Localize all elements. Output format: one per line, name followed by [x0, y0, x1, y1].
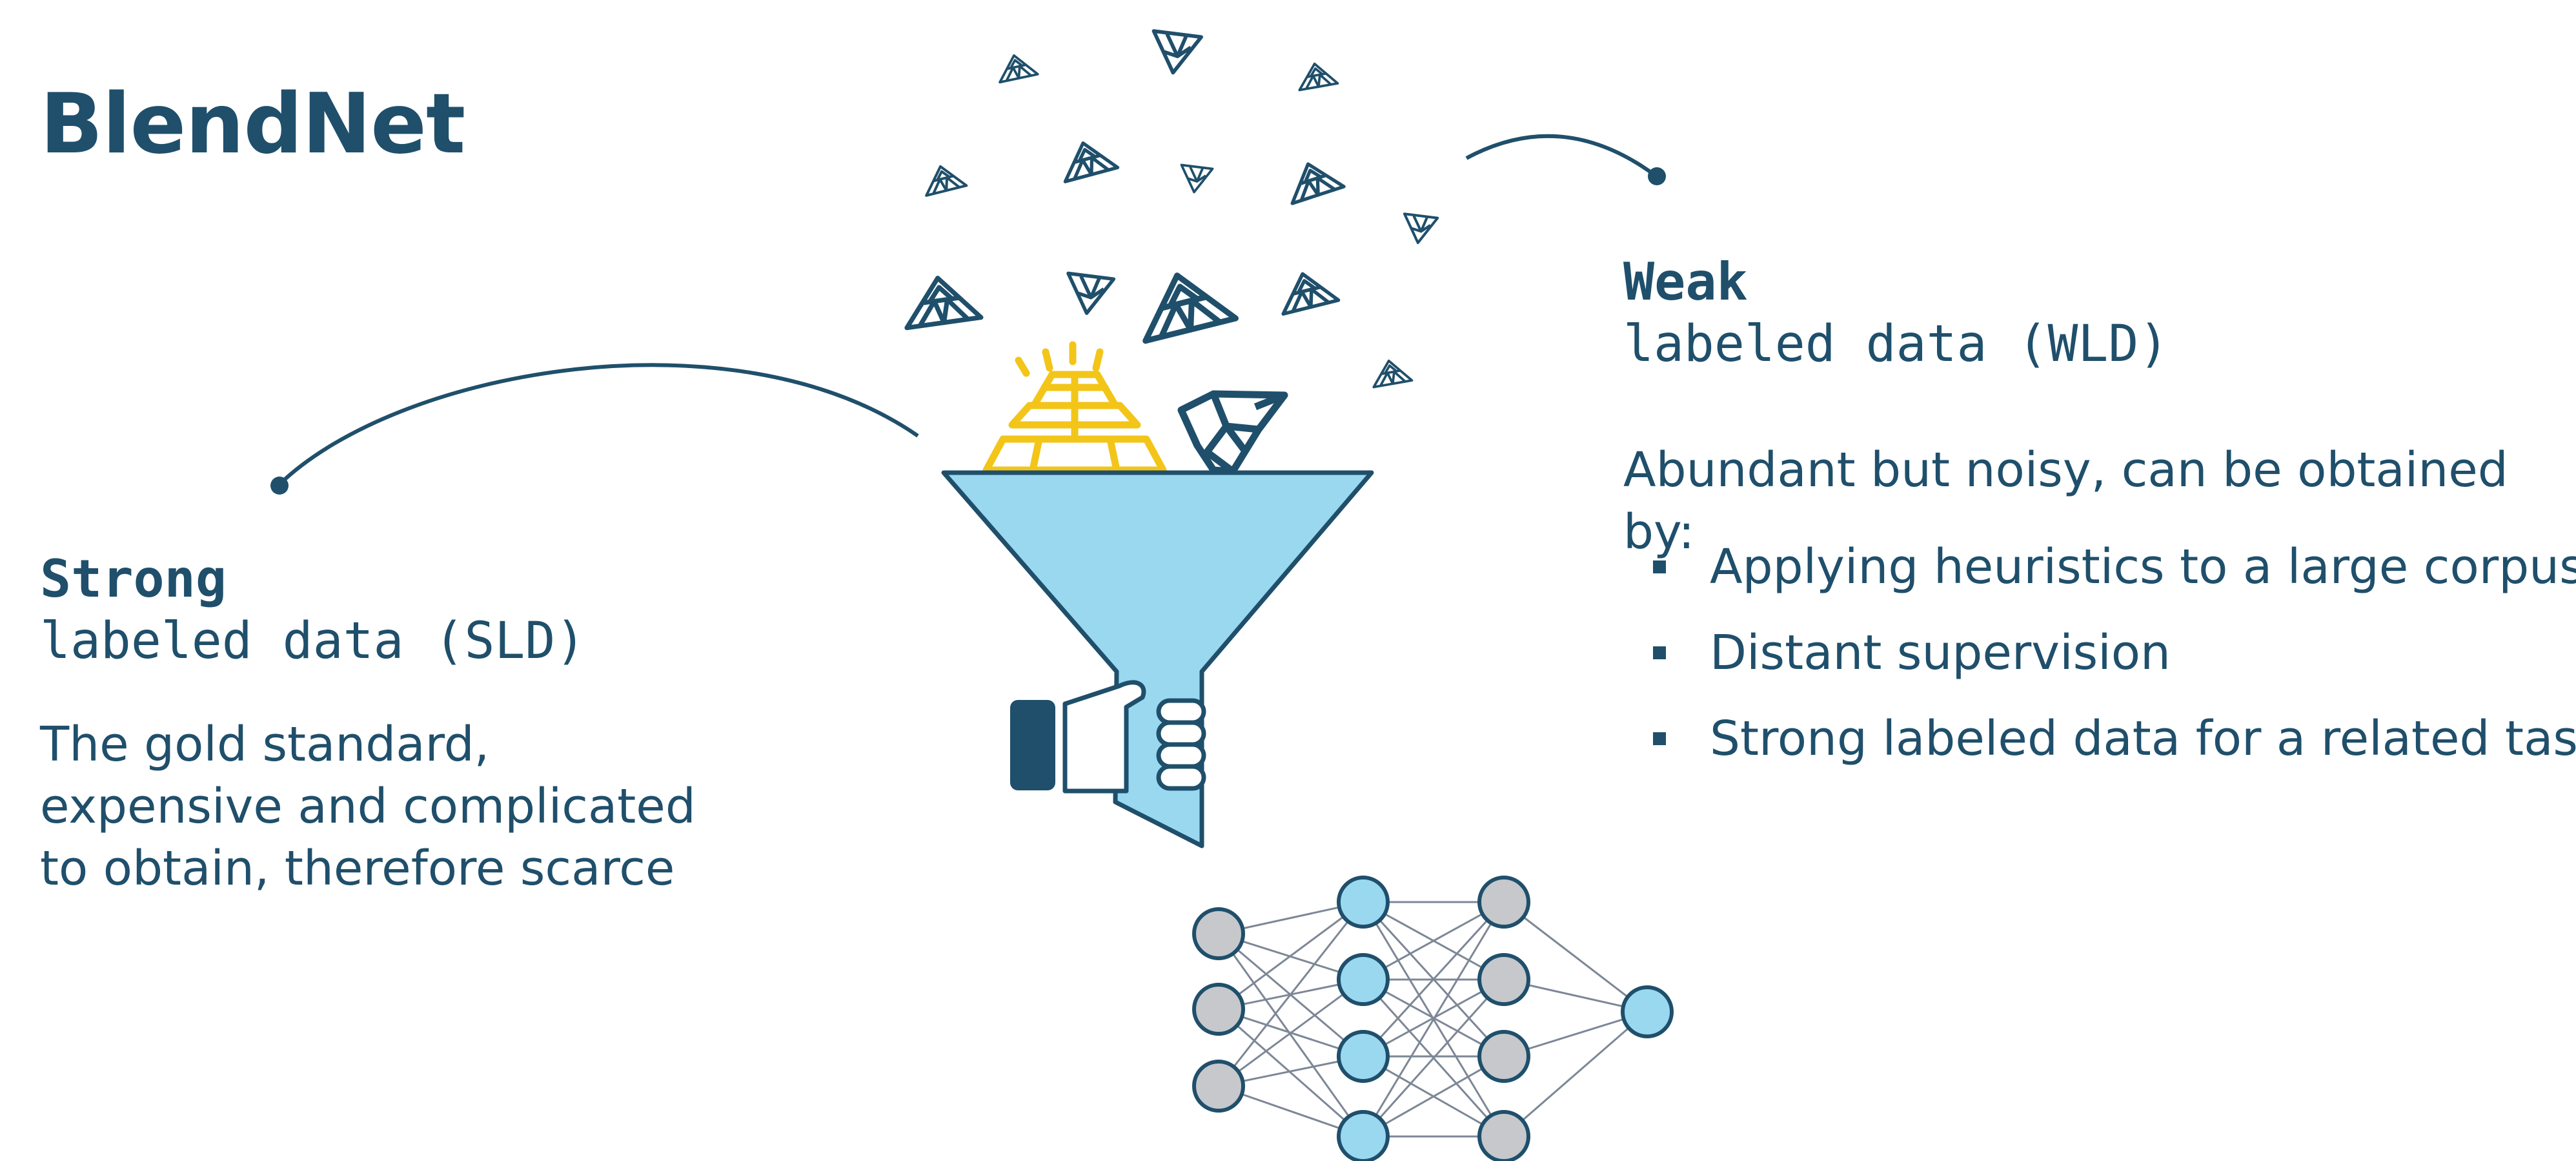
list-item: Applying heuristics to a large corpus: [1623, 536, 2576, 622]
weak-data-entering-icon: [1177, 390, 1288, 475]
network-node: [1337, 1110, 1390, 1161]
network-node: [1337, 876, 1390, 929]
bullet-square-icon: [1653, 646, 1666, 659]
weak-description: Abundant but noisy, can be obtained by:: [1623, 442, 2508, 560]
weak-subheading: labeled data (WLD): [1623, 315, 2169, 373]
bullet-text: Strong labeled data for a related task: [1710, 711, 2576, 766]
strong-connector-dot: [270, 477, 289, 495]
list-item: Strong labeled data for a related task: [1623, 708, 2576, 794]
network-edge: [1363, 1055, 1505, 1138]
network-edge: [1362, 901, 1505, 1058]
neural-network-icon: [1192, 876, 1674, 1161]
strong-description-line: expensive and complicated: [40, 779, 696, 834]
network-edge: [1503, 1011, 1648, 1138]
network-edge: [1217, 933, 1364, 1137]
network-edge: [1218, 978, 1364, 1087]
network-node: [1621, 985, 1674, 1038]
network-node: [1192, 1060, 1245, 1113]
strong-description: The gold standard, expensive and complic…: [40, 714, 696, 899]
network-edge: [1362, 901, 1505, 1137]
network-node: [1337, 953, 1390, 1006]
page-title: BlendNet: [40, 76, 465, 172]
network-edge: [1218, 901, 1364, 1011]
weak-connector-line: [1465, 134, 1657, 178]
network-node: [1192, 983, 1245, 1036]
bullet-text: Distant supervision: [1710, 625, 2171, 681]
bullet-text: Applying heuristics to a large corpus: [1710, 539, 2576, 595]
strong-description-line: to obtain, therefore scarce: [40, 841, 675, 896]
network-edge: [1218, 1008, 1364, 1138]
network-node: [1477, 953, 1530, 1006]
network-nodes: [1192, 876, 1674, 1161]
strong-subheading: labeled data (SLD): [40, 612, 586, 670]
network-edge: [1217, 901, 1364, 1087]
gold-bars-icon: [982, 341, 1167, 474]
network-edge: [1362, 978, 1505, 1138]
weak-heading: Weak: [1623, 252, 1748, 312]
bullet-square-icon: [1653, 560, 1666, 573]
network-node: [1477, 876, 1530, 929]
strong-heading: Strong: [40, 549, 227, 609]
list-item: Distant supervision: [1623, 622, 2576, 708]
network-node: [1337, 1030, 1390, 1083]
network-node: [1192, 907, 1245, 960]
network-node: [1477, 1110, 1530, 1161]
weak-connector-dot: [1648, 167, 1666, 185]
hand-icon: [1010, 680, 1206, 794]
network-edges: [1217, 901, 1648, 1138]
network-edge: [1503, 901, 1648, 1013]
network-edge: [1363, 901, 1505, 981]
network-node: [1477, 1030, 1530, 1083]
funnel-icon: [941, 470, 1374, 848]
weak-data-pieces-icon: [900, 31, 1437, 389]
strong-description-line: The gold standard,: [40, 717, 490, 772]
weak-bullet-list: Applying heuristics to a large corpus Di…: [1623, 536, 2576, 794]
strong-connector-line: [278, 363, 919, 486]
bullet-square-icon: [1653, 732, 1666, 745]
